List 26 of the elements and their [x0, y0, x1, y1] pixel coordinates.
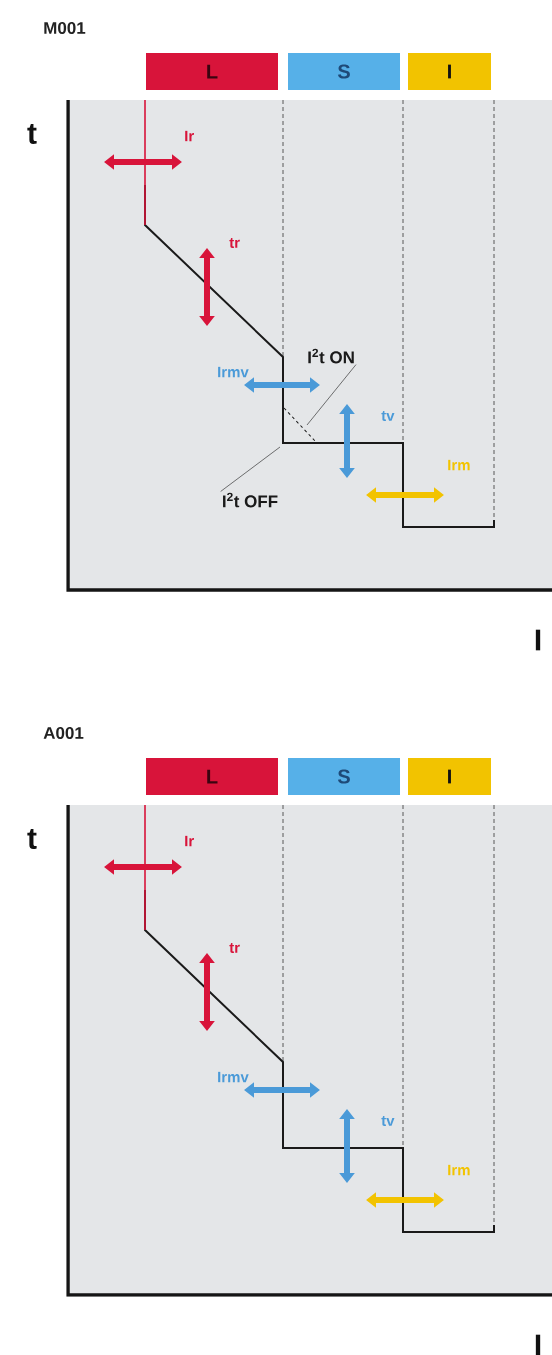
panel-title: A001: [43, 727, 84, 740]
setting-label: Ir: [185, 130, 194, 142]
setting-label: tv: [381, 411, 395, 421]
zone-bar: I: [408, 758, 491, 795]
setting-label: Irmv: [218, 1071, 249, 1083]
axis-label: I: [535, 1334, 541, 1355]
axis-label: I: [535, 629, 541, 651]
leader-line: [306, 364, 357, 426]
zone-bar: S: [288, 758, 400, 795]
setting-label: Irm: [448, 459, 470, 471]
curve-label: I$^{2}$t ON: [308, 348, 354, 364]
zone-bar: L: [146, 53, 278, 90]
panel-title: M001: [44, 22, 86, 35]
setting-label: Ir: [185, 835, 194, 847]
setting-label: tr: [229, 238, 240, 248]
setting-label: tr: [229, 943, 240, 953]
axis-label: t: [27, 829, 37, 849]
setting-label: tv: [381, 1116, 395, 1126]
curve-label: I$^{2}$t OFF: [223, 492, 278, 508]
setting-label: Irm: [448, 1164, 470, 1176]
setting-label: Irmv: [218, 366, 249, 378]
zone-bar: S: [288, 53, 400, 90]
leader-line: [220, 446, 281, 492]
axis-label: t: [27, 124, 37, 144]
zone-bar: I: [408, 53, 491, 90]
zone-bar: L: [146, 758, 278, 795]
